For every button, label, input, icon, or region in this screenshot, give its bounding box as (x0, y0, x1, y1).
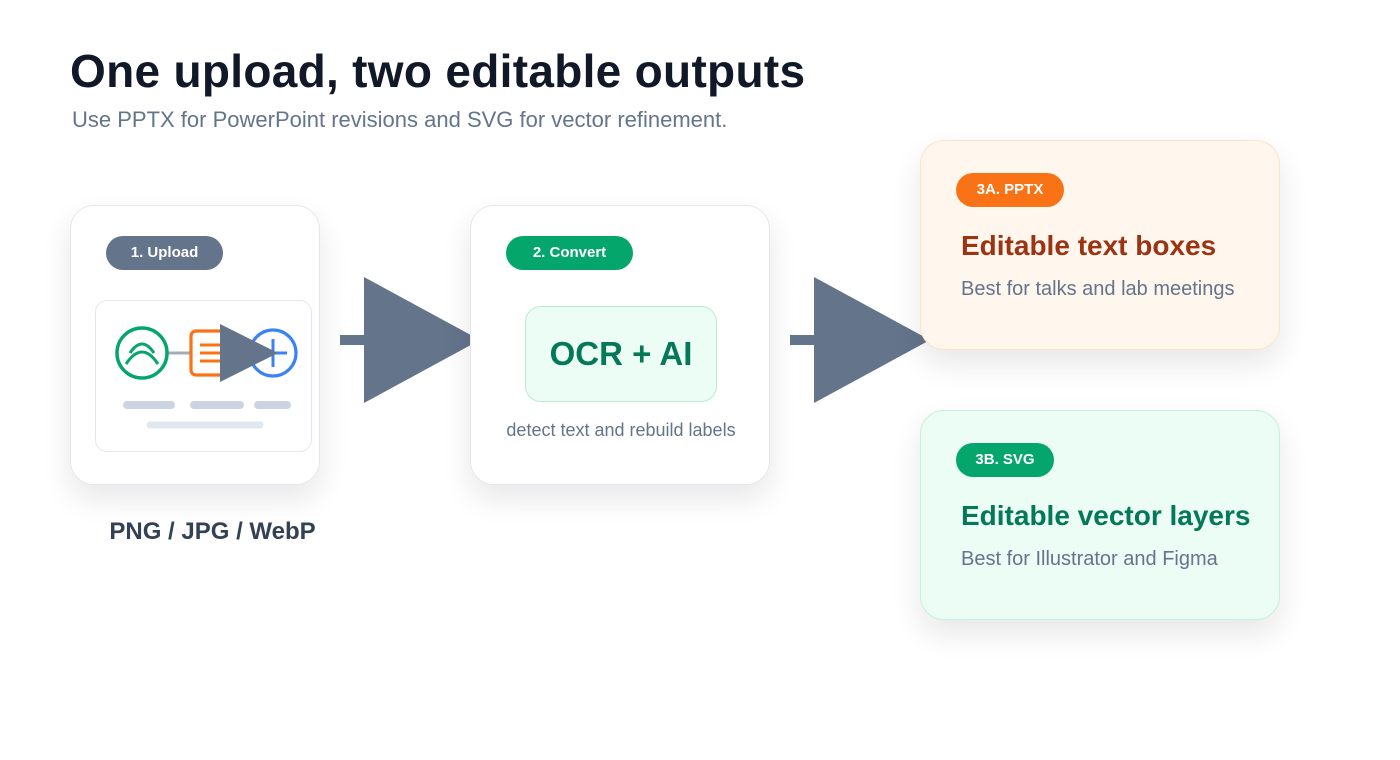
flow-arrow-icon (340, 277, 480, 403)
svg-output-badge: 3B. SVG (956, 443, 1054, 477)
uploaded-figure-preview (95, 300, 312, 452)
convert-step-badge: 2. Convert (506, 236, 633, 270)
green-arch-icon (115, 326, 169, 380)
pptx-output-badge: 3A. PPTX (956, 173, 1064, 207)
convert-step-card: 2. Convert OCR + AI detect text and rebu… (470, 205, 770, 485)
svg-output-card: 3B. SVG Editable vector layers Best for … (920, 410, 1280, 620)
figure-preview-graphic (115, 324, 298, 429)
svg-output-title: Editable vector layers (961, 500, 1251, 531)
page-title: One upload, two editable outputs (70, 45, 806, 97)
supported-formats-label: PNG / JPG / WebP (109, 518, 316, 545)
pptx-output-description: Best for talks and lab meetings (961, 278, 1235, 300)
flow-arrow-icon (790, 277, 930, 403)
play-arrow-icon (220, 324, 278, 382)
page-subtitle: Use PPTX for PowerPoint revisions and SV… (72, 107, 728, 132)
pptx-output-card: 3A. PPTX Editable text boxes Best for ta… (920, 140, 1280, 350)
ocr-ai-engine-box: OCR + AI (525, 306, 717, 402)
pptx-output-title: Editable text boxes (961, 230, 1217, 261)
upload-step-badge: 1. Upload (106, 236, 223, 270)
convert-description: detect text and rebuild labels (506, 420, 736, 440)
svg-output-description: Best for Illustrator and Figma (961, 548, 1218, 570)
upload-step-card: 1. Upload (70, 205, 320, 485)
